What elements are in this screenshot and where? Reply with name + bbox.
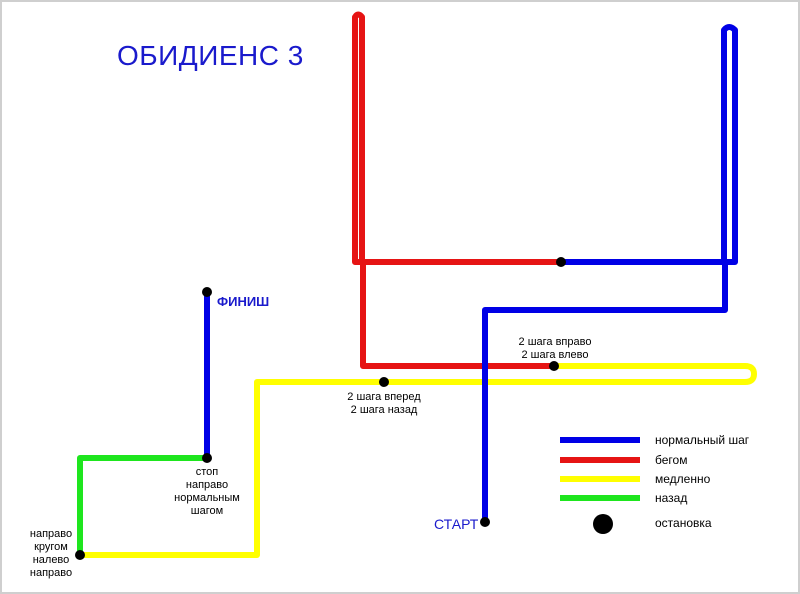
stop-point-forward [379, 377, 389, 387]
legend-run-label: бегом [655, 453, 688, 467]
back-path [77, 455, 207, 555]
legend-stop-label: остановка [655, 516, 712, 530]
right-left-label: 2 шага вправо 2 шага влево [518, 336, 592, 361]
stop-point-red-blue [556, 257, 566, 267]
finish-label: ФИНИШ [217, 294, 270, 309]
normal-path [482, 24, 738, 522]
stop-point-start [480, 517, 490, 527]
stop-turn-label: стоп направо нормальным шагом [174, 466, 240, 517]
stop-point-corner [75, 550, 85, 560]
slow-path [77, 363, 757, 558]
legend-normal-label: нормальный шаг [655, 433, 750, 447]
forward-back-label: 2 шага вперед 2 шага назад [347, 391, 421, 416]
start-label: СТАРТ [434, 516, 479, 532]
stop-point-finish [202, 287, 212, 297]
diagram-title: ОБИДИЕНС 3 [117, 40, 304, 71]
stop-point-turn [202, 453, 212, 463]
stop-point-side [549, 361, 559, 371]
turns-label: направо кругом налево направо [29, 528, 73, 579]
legend-slow-label: медленно [655, 472, 711, 486]
legend-back-label: назад [655, 491, 688, 505]
run-path [352, 11, 561, 369]
legend-stop-dot [593, 514, 613, 534]
